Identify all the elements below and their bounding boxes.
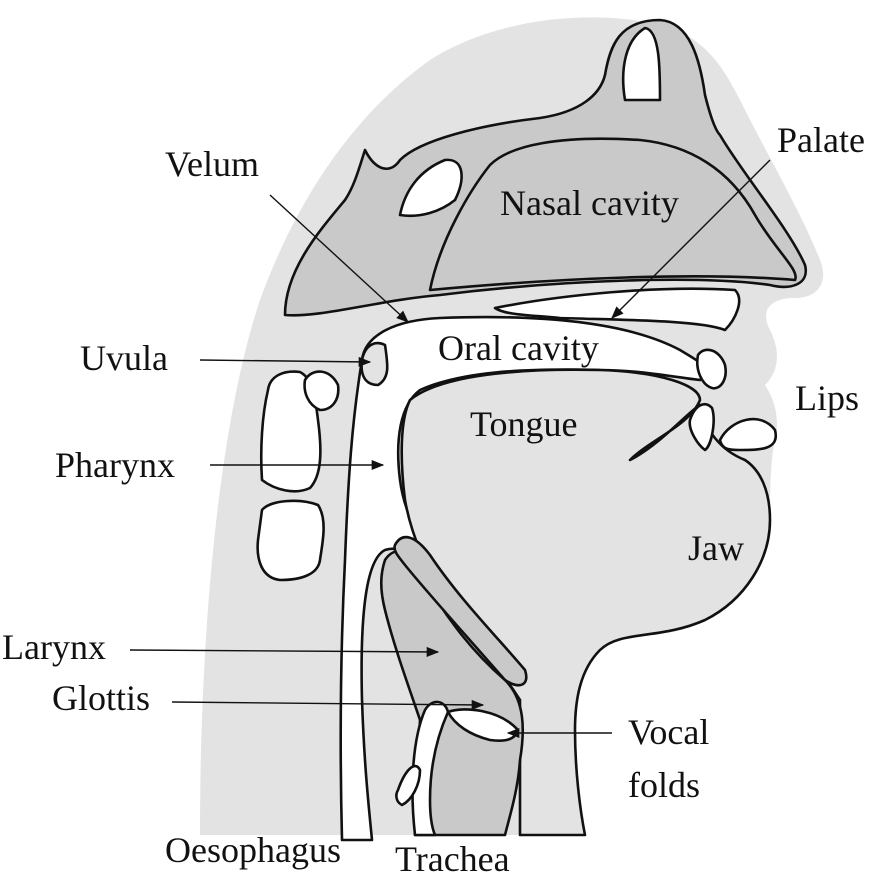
label-trachea: Trachea (395, 839, 510, 877)
label-tongue: Tongue (470, 404, 577, 444)
epiglottis (393, 535, 528, 687)
glottis-leader (171, 699, 485, 710)
vertebra-3 (256, 499, 325, 582)
palate-leader (611, 159, 771, 319)
vertebra-1 (259, 370, 322, 493)
label-oesophagus: Oesophagus (165, 830, 341, 870)
nasal-cavity-inner (428, 137, 797, 292)
label-vocal: Vocal (628, 712, 709, 752)
oesophagus-tube (411, 700, 450, 837)
oesophagus-fold (395, 764, 422, 807)
label-glottis: Glottis (52, 678, 150, 718)
glottis-opening (446, 708, 520, 742)
label-velum: Velum (165, 144, 259, 184)
upper-tooth (696, 348, 727, 390)
label-pharynx: Pharynx (55, 445, 175, 485)
uvula-shape (360, 341, 389, 387)
label-palate: Palate (777, 120, 865, 160)
uvula-leader (199, 356, 372, 367)
label-folds: folds (628, 765, 700, 805)
label-nasal-cavity: Nasal cavity (500, 183, 679, 223)
label-uvula: Uvula (80, 338, 168, 378)
lower-lip-gap (718, 417, 778, 452)
larynx-leader (129, 646, 440, 657)
label-jaw: Jaw (688, 528, 744, 568)
velum-leader (269, 194, 409, 323)
sinus-opening-left (398, 158, 463, 218)
sinus-opening-upper (621, 26, 662, 102)
label-lips: Lips (795, 378, 859, 418)
label-oral-cavity: Oral cavity (438, 328, 599, 368)
label-larynx: Larynx (2, 627, 106, 667)
vertebra-2 (303, 370, 340, 412)
lower-tooth (688, 403, 715, 452)
